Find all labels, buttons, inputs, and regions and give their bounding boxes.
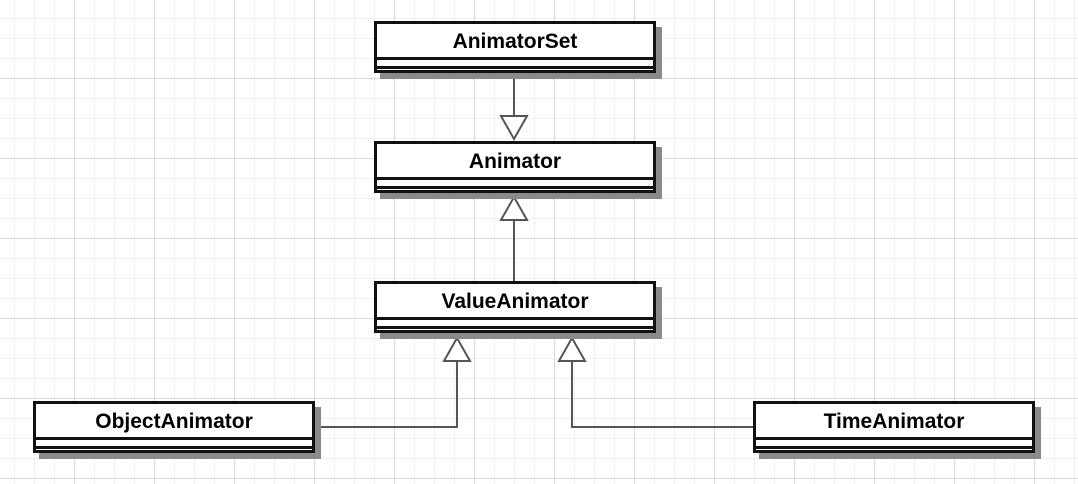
edge-valueanimator-to-animator [499,194,529,281]
edge-timeanimator-to-valueanimator [557,335,753,428]
inheritance-arrowhead-icon [442,335,472,362]
class-timeanimator[interactable]: TimeAnimator [753,401,1035,453]
class-objectanimator[interactable]: ObjectAnimator [33,401,315,453]
inheritance-arrowhead-icon [499,194,529,221]
class-name-label: Animator [377,144,653,180]
class-valueanimator[interactable]: ValueAnimator [374,281,656,333]
class-name-label: ValueAnimator [377,284,653,320]
edge-line [571,361,753,428]
class-name-label: TimeAnimator [756,404,1032,440]
attributes-compartment [756,440,1032,449]
inheritance-arrowhead-icon [499,115,529,142]
attributes-compartment [36,440,312,449]
edge-animatorset-to-animator [499,76,529,142]
attributes-compartment [377,180,653,189]
class-name-label: ObjectAnimator [36,404,312,440]
edge-line [318,361,458,428]
class-name-label: AnimatorSet [377,24,653,60]
methods-compartment [377,69,653,75]
class-animatorset[interactable]: AnimatorSet [374,21,656,73]
methods-compartment [377,189,653,195]
methods-compartment [756,449,1032,455]
class-animator[interactable]: Animator [374,141,656,193]
attributes-compartment [377,320,653,329]
inheritance-arrowhead-icon [557,335,587,362]
methods-compartment [377,329,653,335]
edge-objectanimator-to-valueanimator [318,335,472,428]
attributes-compartment [377,60,653,69]
methods-compartment [36,449,312,455]
